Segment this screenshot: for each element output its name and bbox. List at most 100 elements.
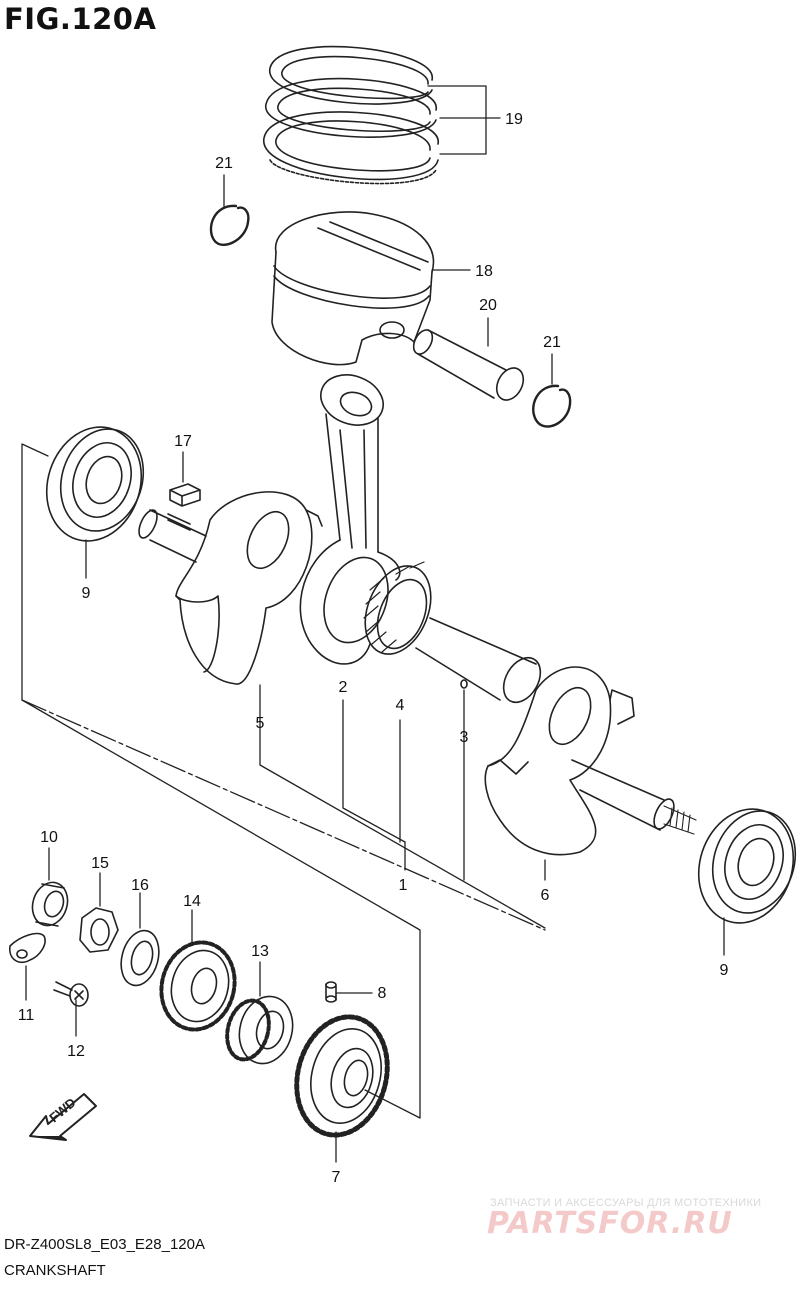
callout-10: 10	[40, 829, 58, 846]
bearing-left-race	[72, 442, 132, 518]
callout-20: 20	[479, 297, 497, 314]
bracket-part-5	[259, 684, 546, 929]
lock-washer-hole	[16, 949, 28, 959]
bearing-right-race	[724, 824, 784, 900]
callout-1: 1	[399, 877, 408, 894]
bracket-gear-7	[364, 1089, 421, 1119]
gear-7-face	[310, 1028, 382, 1124]
circlip-top	[209, 204, 250, 246]
callout-4: 4	[396, 697, 405, 714]
piston-ring-grooves	[273, 265, 431, 309]
gear-7-bore	[343, 1059, 369, 1097]
gear-7-teeth	[294, 1014, 390, 1138]
left-crank-keyway	[167, 513, 191, 531]
left-crank-pin-bore	[246, 510, 290, 570]
crank-pin-end	[502, 656, 542, 704]
conrod-big-end-bore	[323, 556, 389, 644]
crank-pin	[415, 617, 542, 704]
gear-14-face	[170, 949, 230, 1023]
gear-13-bore	[255, 1010, 285, 1050]
callout-labels: 1 2 3 4 5 6 7 8 9 9 10 11 12 13 14 15 16…	[18, 111, 729, 1186]
gear-14	[159, 940, 237, 1032]
callout-18: 18	[475, 263, 493, 280]
left-crank-half	[138, 491, 323, 685]
piston-ring-oil-inner	[275, 120, 431, 172]
gear-14-bore	[190, 967, 218, 1005]
crank-pin-body	[415, 617, 537, 701]
connecting-rod	[299, 374, 401, 665]
dowel-pin-bottom	[325, 995, 337, 1003]
callout-8: 8	[378, 985, 387, 1002]
right-crank-half	[484, 666, 697, 856]
dowel-pin-body	[325, 983, 337, 1001]
screw-head	[69, 983, 89, 1007]
callout-3: 3	[460, 729, 469, 746]
callout-13: 13	[251, 943, 269, 960]
piston-skirt	[271, 251, 433, 366]
gear-13-ring	[238, 995, 294, 1065]
needle-bearing-inner	[376, 578, 428, 650]
figure-title: FIG.120A	[4, 2, 157, 36]
bearing-left-bore	[85, 455, 123, 505]
piston-ring-oil	[263, 111, 439, 181]
nut-15	[79, 907, 119, 953]
piston-pin-end-left	[412, 329, 434, 355]
nut-bore	[90, 918, 110, 946]
callout-5: 5	[256, 715, 265, 732]
left-crank-shaft	[149, 509, 207, 563]
piston-pin-boss	[379, 321, 405, 339]
piston-ring-mid-inner	[277, 87, 431, 133]
callout-11: 11	[18, 1007, 35, 1024]
left-crank-web-side	[175, 595, 220, 673]
right-crank-shaft	[571, 759, 665, 831]
dowel-pin-8	[325, 981, 337, 1003]
bearing-right-bore	[737, 837, 775, 887]
fwd-arrow: FWD	[29, 1093, 97, 1141]
piston-pin-body	[417, 329, 507, 399]
callout-21-right: 21	[543, 334, 561, 351]
callout-21-top: 21	[215, 155, 233, 172]
needle-bearing	[363, 561, 432, 655]
callout-14: 14	[183, 893, 201, 910]
gear-13	[225, 995, 294, 1065]
right-crank-thread	[663, 805, 697, 835]
watermark-tagline: ЗАПЧАСТИ И АКСЕССУАРЫ ДЛЯ МОТОТЕХНИКИ	[490, 1197, 762, 1209]
washer-16-inner	[130, 940, 154, 976]
spacer-inner	[43, 890, 65, 918]
fwd-arrow-shadow	[29, 1135, 67, 1141]
bracket-lines	[21, 85, 725, 1163]
conrod-small-end-bore	[339, 391, 373, 417]
callout-7: 7	[332, 1169, 341, 1186]
callout-2: 2	[339, 679, 348, 696]
ball-bearing-left	[45, 426, 145, 542]
piston-ring-mid	[265, 77, 437, 138]
screw-cross	[74, 990, 84, 1000]
callout-15: 15	[91, 855, 109, 872]
callout-17: 17	[174, 433, 192, 450]
nut-hex	[79, 907, 119, 953]
callout-16: 16	[131, 877, 149, 894]
lock-washer-11	[9, 932, 46, 964]
needle-bearing-rollers	[363, 561, 425, 653]
piston-crown	[275, 211, 435, 273]
gear-7-hub	[330, 1047, 374, 1109]
callout-9-left: 9	[82, 585, 91, 602]
callout-19: 19	[505, 111, 523, 128]
woodruff-key	[169, 483, 201, 507]
bearing-right-outer-face	[711, 810, 797, 914]
gear-14-rim	[159, 940, 237, 1032]
callout-12: 12	[67, 1043, 85, 1060]
washer-16-outer	[120, 929, 160, 987]
spacer-outer	[31, 881, 69, 927]
left-crank-web	[175, 491, 313, 685]
figure-name: CRANKSHAFT	[4, 1262, 106, 1279]
crank-pin-oil-hole	[460, 679, 468, 689]
figure-code: DR-Z400SL8_E03_E28_120A	[4, 1236, 205, 1253]
piston	[271, 211, 435, 366]
right-crank-pin-bore	[548, 686, 592, 746]
ball-bearing-right	[697, 808, 797, 924]
needle-bearing-outer	[364, 565, 432, 655]
gear-7	[294, 1014, 390, 1138]
